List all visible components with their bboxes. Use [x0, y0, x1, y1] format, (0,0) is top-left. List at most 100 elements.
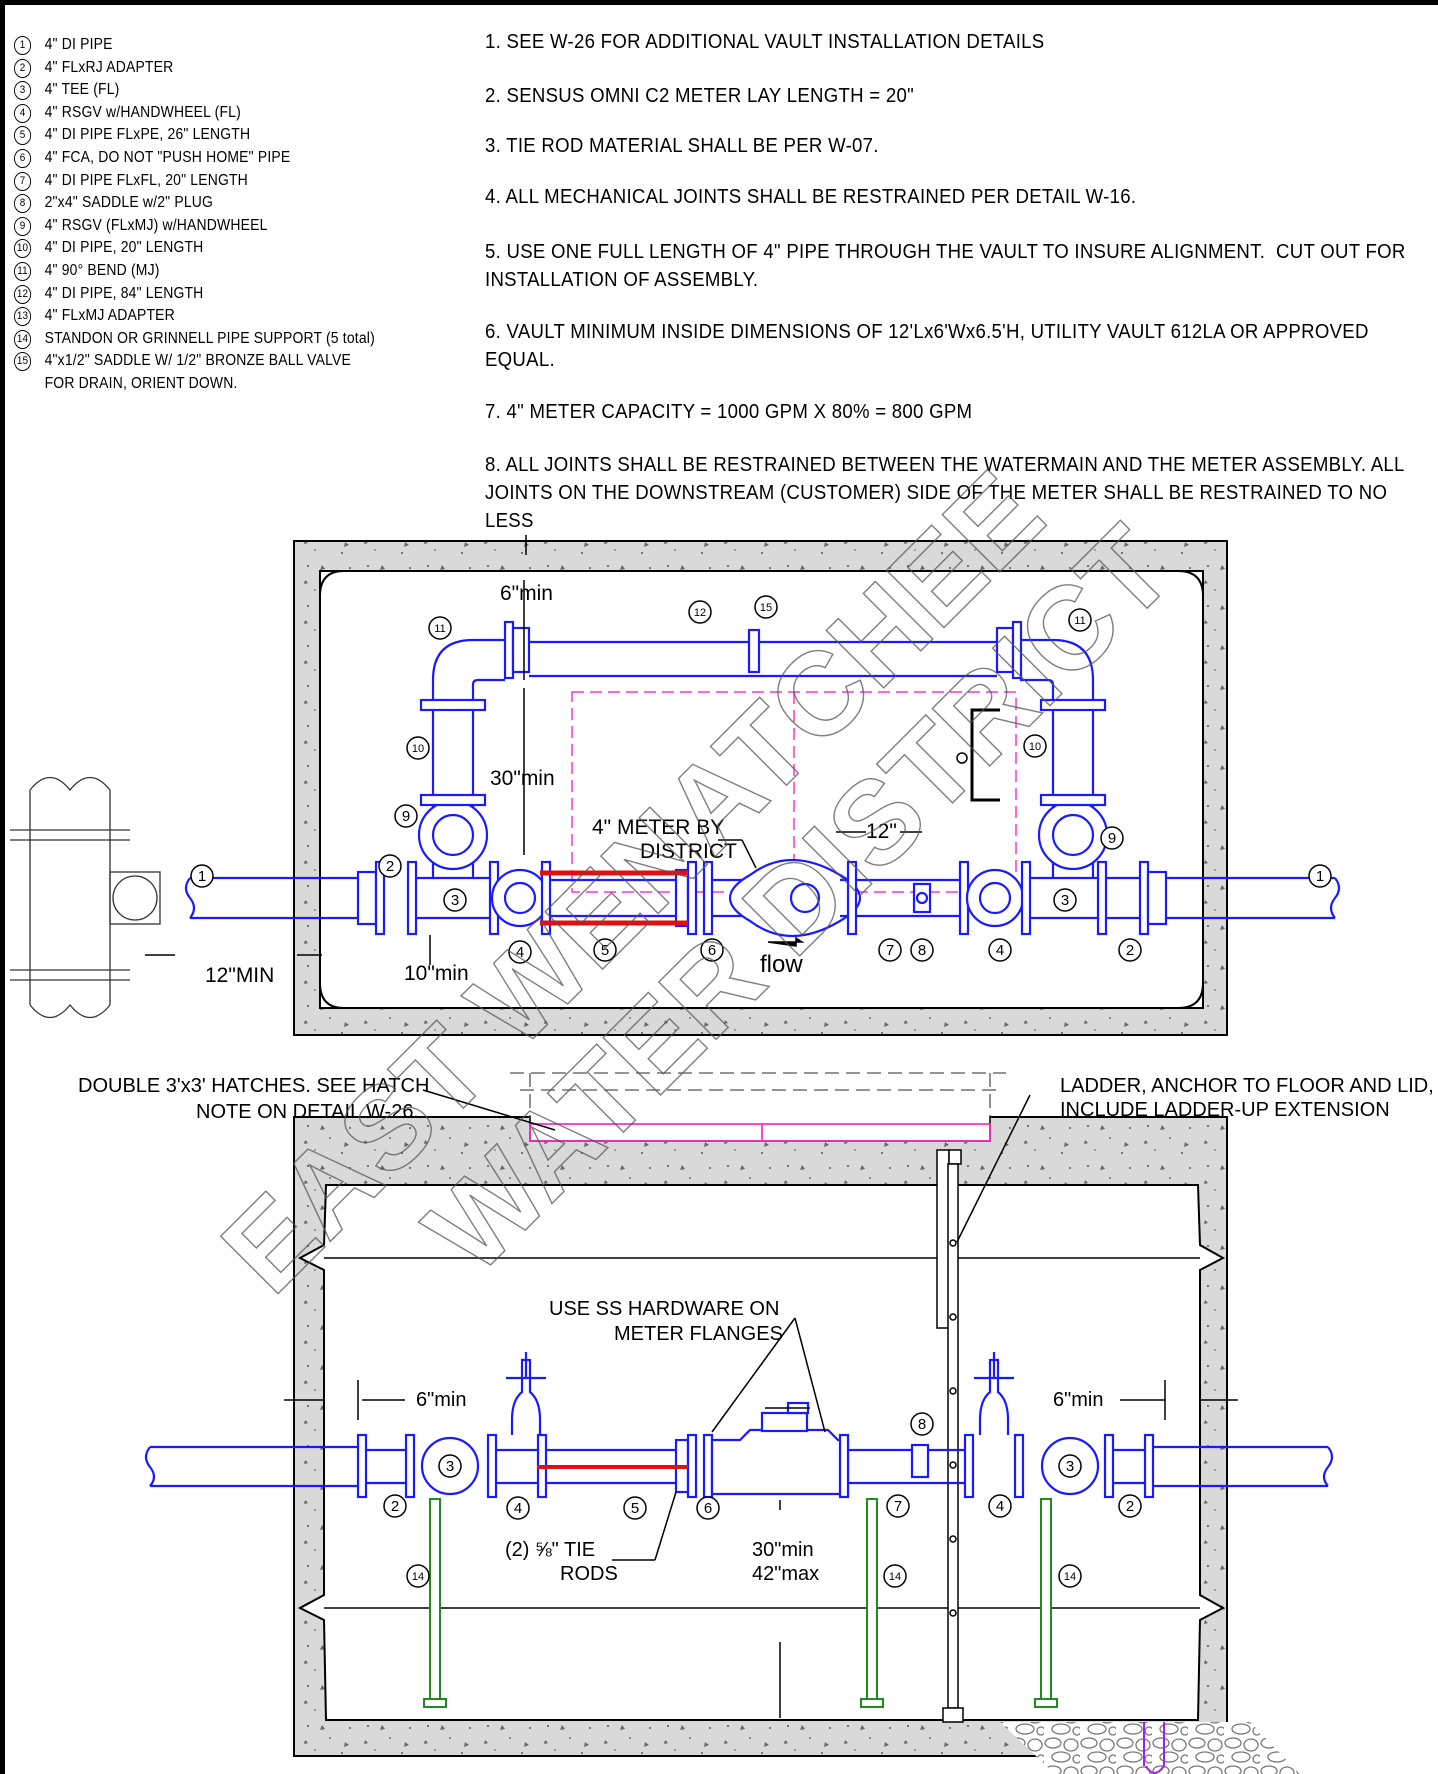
legend-number-bubble: 1: [14, 36, 32, 55]
svg-text:6: 6: [708, 942, 716, 959]
legend-number-bubble: 4: [14, 103, 32, 123]
legend-item: 1 4" DI PIPE: [14, 34, 410, 57]
legend-text: 4"x1/2" SADDLE W/ 1/2" BRONZE BALL VALVE: [44, 352, 351, 370]
note-4: 4. ALL MECHANICAL JOINTS SHALL BE RESTRA…: [485, 186, 1137, 208]
legend-text: FOR DRAIN, ORIENT DOWN.: [44, 374, 238, 392]
legend-item: 6 4" FCA, DO NOT "PUSH HOME" PIPE: [14, 147, 410, 170]
svg-text:12: 12: [694, 607, 706, 619]
legend-number-bubble: 15: [14, 352, 32, 372]
plan-dim-12: 12": [866, 820, 897, 843]
note-2: 2. SENSUS OMNI C2 METER LAY LENGTH = 20": [485, 85, 914, 107]
legend-text: 4" DI PIPE, 84" LENGTH: [44, 284, 204, 302]
legend-item: 13 4" FLxMJ ADAPTER: [14, 305, 410, 328]
svg-text:8: 8: [918, 1416, 926, 1433]
legend-item: 7 4" DI PIPE FLxFL, 20" LENGTH: [14, 170, 410, 193]
section-dim-30min: 30"min: [752, 1539, 814, 1561]
legend-number-bubble: 6: [14, 148, 32, 168]
plan-dim-12min: 12"MIN: [205, 964, 274, 987]
legend-number-bubble: 9: [14, 216, 32, 236]
legend-text: 4" TEE (FL): [44, 81, 120, 99]
legend-number-bubble: 8: [14, 194, 32, 214]
legend-text: 4" FLxRJ ADAPTER: [44, 58, 174, 76]
ss-hardware-line2: METER FLANGES: [614, 1323, 783, 1345]
svg-text:6: 6: [704, 1500, 712, 1517]
note-1: 1. SEE W-26 FOR ADDITIONAL VAULT INSTALL…: [485, 31, 1045, 53]
legend-item: 2 4" FLxRJ ADAPTER: [14, 57, 410, 80]
legend-item: 14 STANDON OR GRINNELL PIPE SUPPORT (5 to…: [14, 328, 410, 351]
section-dim-6min-right: 6"min: [1053, 1389, 1103, 1411]
section-dim-42max: 42"max: [752, 1563, 819, 1585]
ladder-note-line2: INCLUDE LADDER-UP EXTENSION: [1060, 1099, 1390, 1121]
legend-number-bubble: 11: [14, 261, 32, 281]
legend-item: 12 4" DI PIPE, 84" LENGTH: [14, 283, 410, 306]
legend-number-bubble: 12: [14, 284, 32, 304]
plan-view: 1 1 2 2 3 3 4 4 5 6 7 8 9 9 10 10 11 11 …: [10, 535, 1341, 1036]
legend-number-bubble: 10: [14, 239, 32, 259]
note-5: 5. USE ONE FULL LENGTH OF 4" PIPE THROUG…: [485, 241, 1406, 291]
svg-text:3: 3: [1061, 892, 1069, 909]
svg-text:9: 9: [1108, 830, 1116, 847]
svg-text:3: 3: [1066, 1458, 1074, 1475]
hatch-note-line1: DOUBLE 3'x3' HATCHES. SEE HATCH: [78, 1075, 429, 1097]
hatch-note-line2: NOTE ON DETAIL W-26.: [196, 1101, 419, 1123]
legend-text: 4" DI PIPE FLxPE, 26" LENGTH: [44, 126, 251, 144]
legend-text: 4" RSGV w/HANDWHEEL (FL): [44, 103, 241, 121]
flow-label: flow: [760, 951, 803, 978]
svg-text:3: 3: [451, 892, 459, 909]
svg-text:14: 14: [889, 1571, 901, 1583]
svg-text:4: 4: [996, 942, 1004, 959]
section-dim-6min-left: 6"min: [416, 1389, 466, 1411]
svg-text:2: 2: [391, 1498, 399, 1515]
legend-number-bubble: 14: [14, 329, 32, 349]
svg-text:4: 4: [514, 1500, 522, 1517]
tie-rods-line2: RODS: [560, 1563, 618, 1585]
ss-hardware-line1: USE SS HARDWARE ON: [549, 1298, 779, 1320]
section-view: 2 2 3 3 4 4 5 6 7 8 14 14 14 DOUBLE 3'x3…: [78, 1072, 1434, 1774]
legend-text: 4" DI PIPE: [44, 36, 113, 53]
note-3: 3. TIE ROD MATERIAL SHALL BE PER W-07.: [485, 135, 879, 157]
svg-text:7: 7: [894, 1498, 902, 1515]
svg-text:10: 10: [412, 743, 424, 755]
legend-item: 4 4" RSGV w/HANDWHEEL (FL): [14, 102, 410, 125]
svg-text:14: 14: [412, 1571, 424, 1583]
svg-text:10: 10: [1029, 741, 1041, 753]
svg-text:5: 5: [601, 942, 609, 959]
svg-text:1: 1: [198, 868, 206, 885]
svg-text:9: 9: [402, 808, 410, 825]
legend-text: 4" FLxMJ ADAPTER: [44, 307, 175, 325]
svg-text:3: 3: [446, 1458, 454, 1475]
legend-text: 4" DI PIPE FLxFL, 20" LENGTH: [44, 171, 248, 189]
svg-text:8: 8: [918, 942, 926, 959]
legend-item: 9 4" RSGV (FLxMJ) w/HANDWHEEL: [14, 215, 410, 238]
legend-number-bubble: 5: [14, 126, 32, 146]
legend-number-bubble: 7: [14, 171, 32, 191]
svg-text:1: 1: [1316, 868, 1324, 885]
legend-item: 5 4" DI PIPE FLxPE, 26" LENGTH: [14, 124, 410, 147]
plan-dim-10min: 10"min: [404, 962, 469, 985]
tie-rods-line1: (2) ⅝" TIE: [505, 1539, 595, 1561]
legend-text: 2"x4" SADDLE w/2" PLUG: [44, 194, 214, 212]
svg-text:4: 4: [516, 944, 524, 961]
legend-item: 15 4"x1/2" SADDLE W/ 1/2" BRONZE BALL VAL…: [14, 350, 410, 373]
svg-text:2: 2: [386, 858, 394, 875]
legend-text: 4" RSGV (FLxMJ) w/HANDWHEEL: [44, 216, 268, 234]
legend-text: 4" FCA, DO NOT "PUSH HOME" PIPE: [44, 148, 291, 166]
note-7: 7. 4" METER CAPACITY = 1000 GPM X 80% = …: [485, 401, 973, 423]
svg-text:2: 2: [1126, 1498, 1134, 1515]
plan-dim-6min: 6"min: [500, 582, 553, 605]
legend-text: STANDON OR GRINNELL PIPE SUPPORT (5 tota…: [44, 329, 375, 347]
legend-item: 8 2"x4" SADDLE w/2" PLUG: [14, 192, 410, 215]
legend-item: FOR DRAIN, ORIENT DOWN.: [14, 373, 410, 396]
svg-text:14: 14: [1064, 1571, 1076, 1583]
legend-number-bubble: 2: [14, 58, 32, 78]
svg-text:7: 7: [886, 942, 894, 959]
meter-label-line1: 4" METER BY: [592, 816, 724, 839]
note-6: 6. VAULT MINIMUM INSIDE DIMENSIONS OF 12…: [485, 321, 1369, 371]
note-8: 8. ALL JOINTS SHALL BE RESTRAINED BETWEE…: [485, 454, 1405, 560]
legend-number-bubble: 13: [14, 307, 32, 327]
